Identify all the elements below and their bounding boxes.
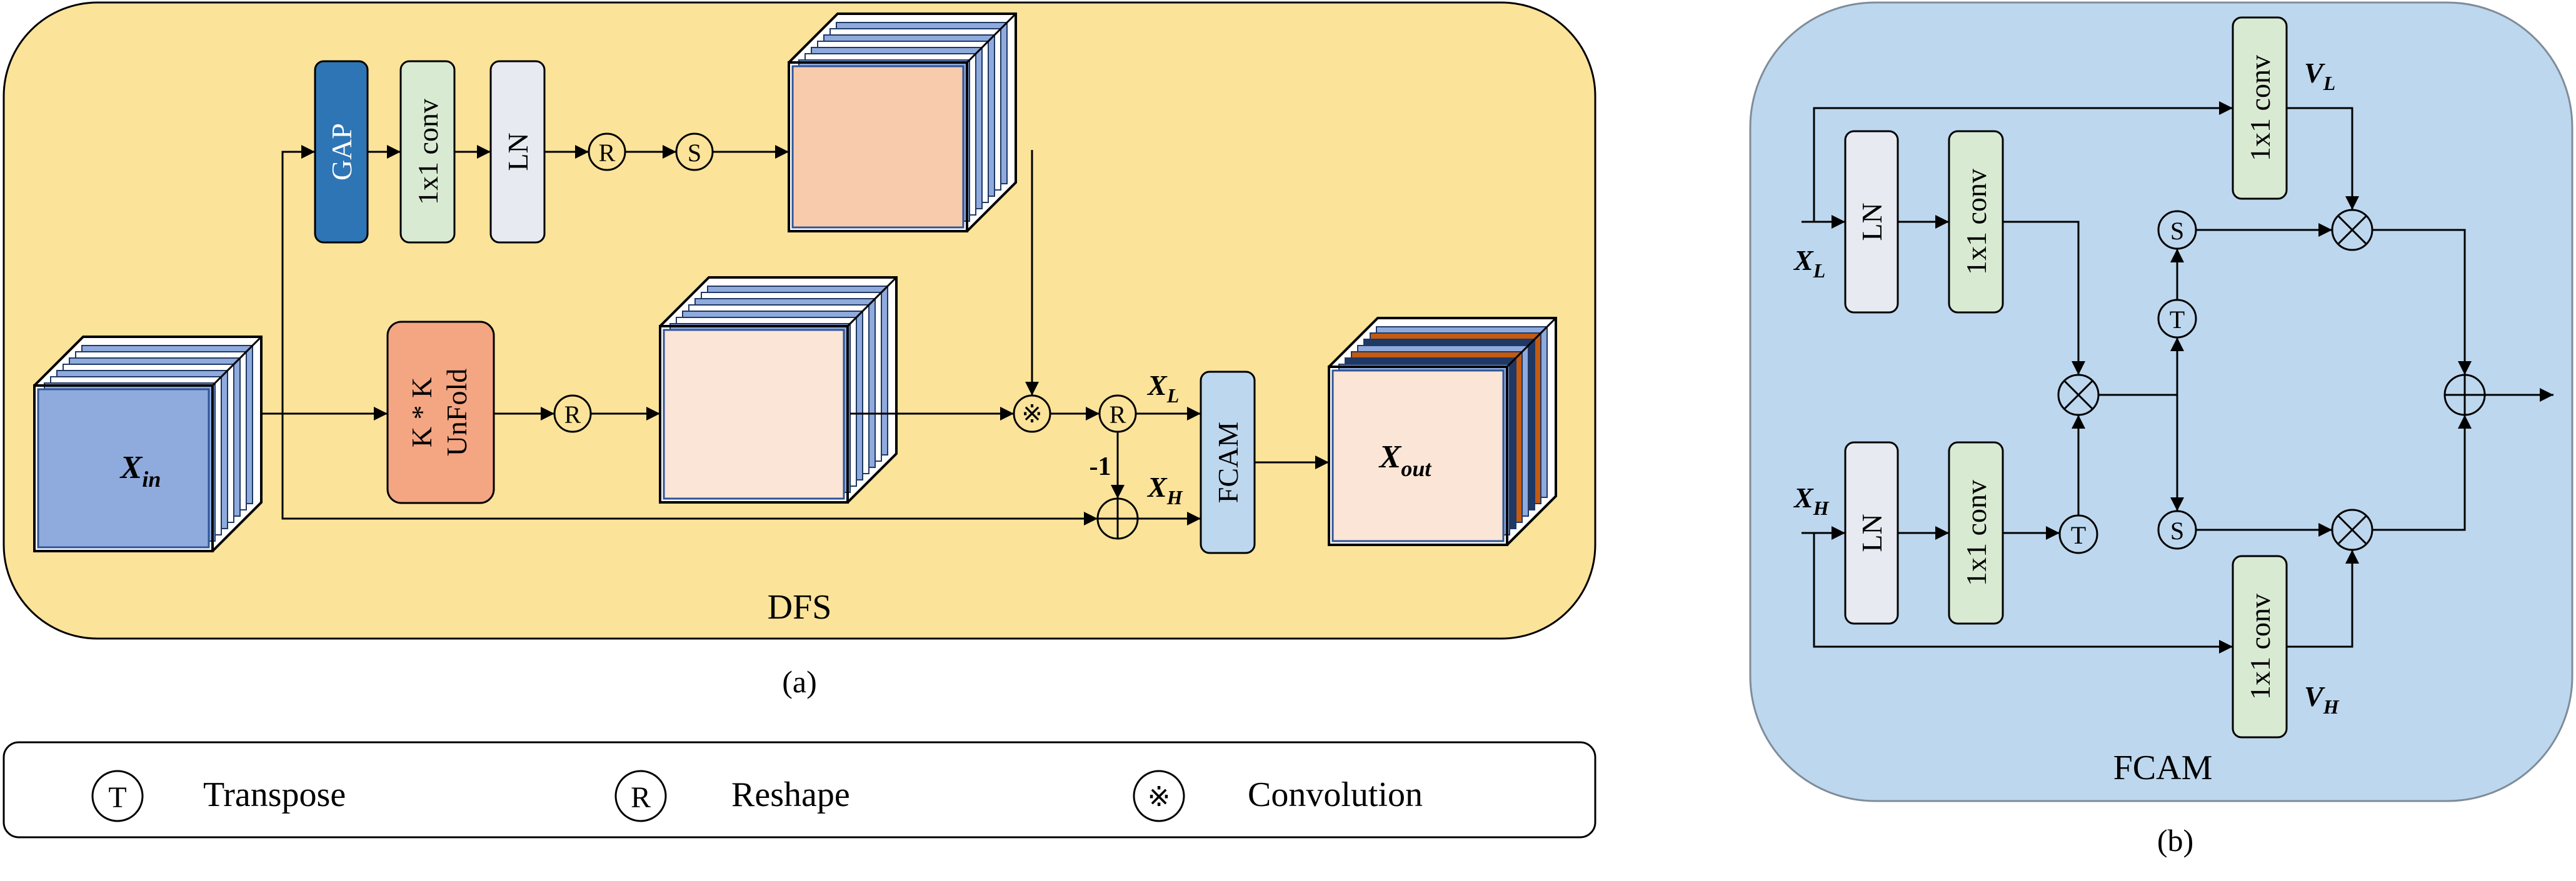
- convolution-op-label: ※: [1021, 400, 1043, 428]
- dfs-connectors: [263, 145, 1329, 525]
- fcam-conv-upper-label: 1x1 conv: [1960, 169, 1992, 275]
- attention-weights-cube: [788, 12, 1017, 232]
- unfold-block: [386, 321, 495, 504]
- x-out-label: Xout: [1378, 439, 1432, 481]
- output-feature-cube: [1328, 317, 1557, 546]
- sigmoid-op-top-label: S: [688, 139, 701, 167]
- reshape-op-out-label: R: [1110, 401, 1126, 429]
- legend-reshape-symbol-text: R: [631, 781, 651, 814]
- fcam-panel: FCAM: [1749, 1, 2573, 802]
- unfolded-feature-cube: [659, 276, 898, 504]
- fcam-conv-vl-label: 1x1 conv: [2244, 55, 2276, 161]
- dfs-xh-label: XH: [1146, 471, 1183, 509]
- input-feature-cube: [33, 336, 263, 552]
- legend-reshape-symbol: [614, 770, 667, 822]
- fcam-ln-upper-label: LN: [1856, 202, 1888, 241]
- fcam-connectors: [1802, 101, 2553, 654]
- fcam-sigmoid-upper-label: S: [2170, 217, 2184, 245]
- fcam-block-label: FCAM: [1212, 422, 1244, 503]
- fcam-vh-label: VH: [2304, 680, 2340, 718]
- fcam-add-op: [2443, 374, 2486, 416]
- minus-one-label: -1: [1090, 452, 1111, 481]
- fcam-sigmoid-lower-label: S: [2170, 517, 2184, 545]
- reshape-op-top-label: R: [599, 139, 616, 167]
- fcam-transpose-lower-label: T: [2071, 521, 2086, 549]
- legend-convolution-symbol-text: ※: [1148, 782, 1171, 812]
- fcam-caption: (b): [2157, 823, 2193, 858]
- legend-convolution-label: Convolution: [1248, 775, 1423, 814]
- fcam-xh-label: XH: [1793, 482, 1830, 519]
- legend-reshape-label: Reshape: [731, 775, 850, 814]
- fcam-background: [1749, 1, 2573, 802]
- dfs-ln-label: LN: [502, 132, 534, 171]
- dfs-caption: (a): [782, 664, 817, 699]
- fcam-panel-label: FCAM: [2113, 749, 2213, 787]
- legend: T Transpose R Reshape ※ Convolution: [3, 741, 1596, 839]
- fcam-conv-lower-label: 1x1 conv: [1960, 480, 1992, 586]
- fcam-conv-vh-label: 1x1 conv: [2244, 594, 2276, 700]
- gap-label: GAP: [326, 123, 358, 181]
- dfs-xl-label: XL: [1146, 369, 1179, 407]
- dfs-conv-label: 1x1 conv: [412, 99, 444, 205]
- fcam-ln-lower-label: LN: [1856, 514, 1888, 552]
- legend-transpose-symbol: [91, 770, 144, 822]
- x-in-label: Xin: [119, 450, 161, 492]
- unfold-label-line2: UnFold: [441, 369, 473, 457]
- fcam-vl-label: VL: [2304, 57, 2335, 94]
- fcam-xl-label: XL: [1793, 244, 1825, 282]
- legend-box: [3, 741, 1596, 839]
- reshape-op-mid-label: R: [564, 401, 581, 429]
- fcam-transpose-mid-label: T: [2170, 306, 2185, 334]
- legend-transpose-label: Transpose: [203, 775, 346, 814]
- legend-transpose-symbol-text: T: [108, 781, 126, 814]
- dfs-panel-label: DFS: [768, 588, 832, 627]
- legend-convolution-symbol: [1133, 770, 1185, 822]
- unfold-label-line1: K * K: [406, 377, 438, 447]
